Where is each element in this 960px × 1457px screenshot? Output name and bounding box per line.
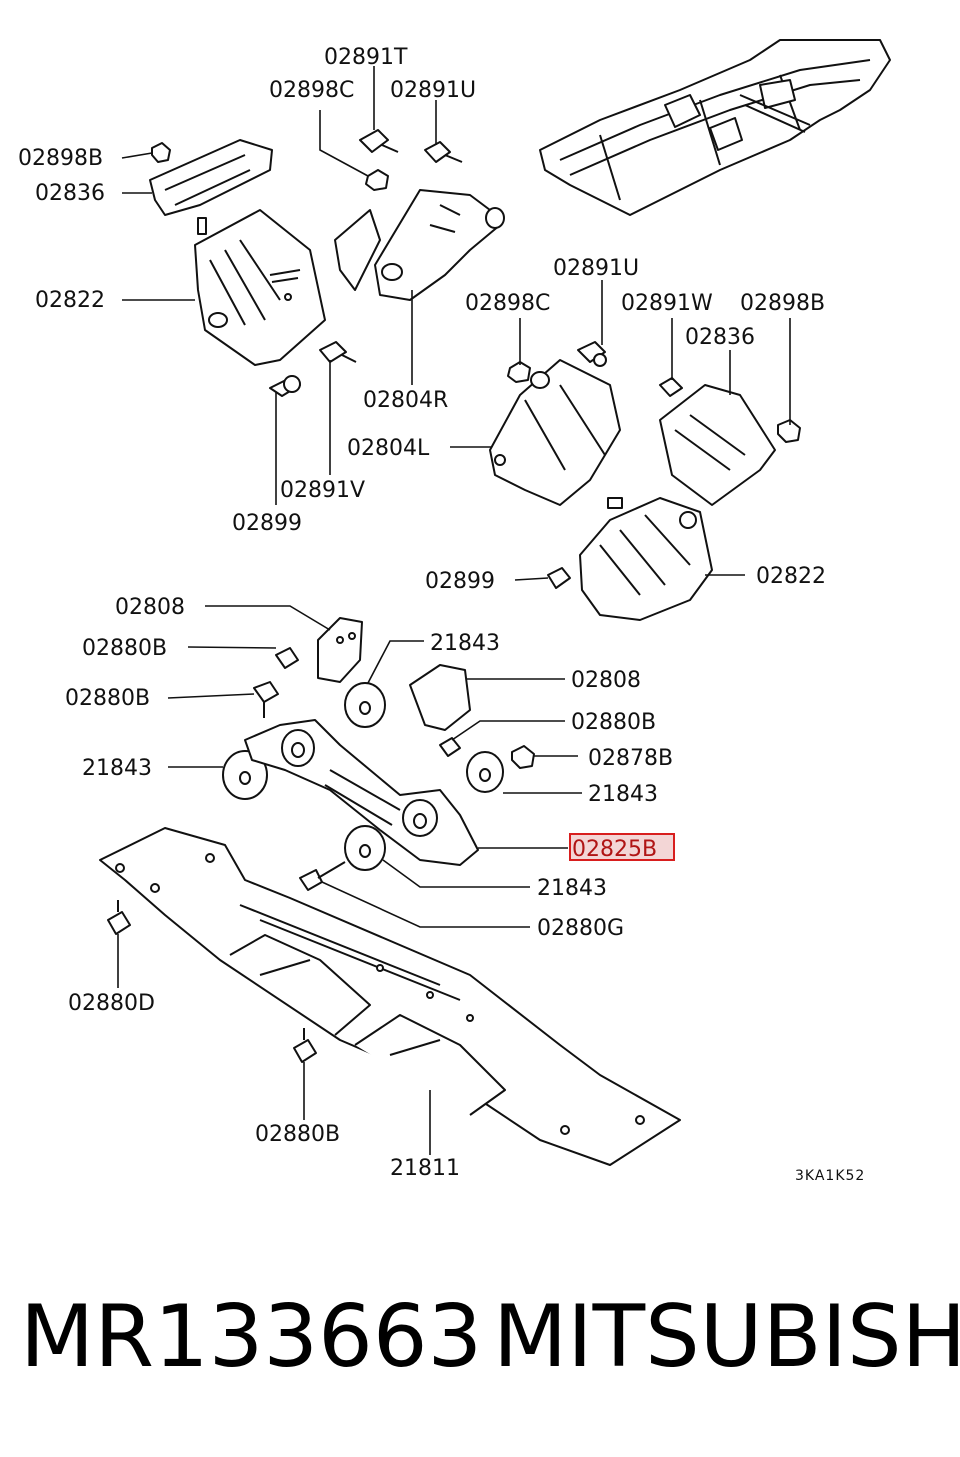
label-21843: 21843 <box>430 631 500 656</box>
insulator-02822-right <box>579 497 713 621</box>
frame-overview-illustration <box>539 39 891 216</box>
label-02891w: 02891W <box>621 291 713 316</box>
label-02822: 02822 <box>35 288 105 313</box>
pad-21843-right <box>466 751 504 793</box>
pad-21843-lower <box>344 825 386 871</box>
drawing-code: 3KA1K52 <box>795 1168 865 1184</box>
bolt-02880b-mid <box>253 681 279 718</box>
bracket-02836-left <box>149 139 273 216</box>
bolt-02880d <box>107 900 131 935</box>
label-02836-right: 02836 <box>685 325 755 350</box>
label-02878b: 02878B <box>588 746 673 771</box>
bolt-02899-right <box>547 567 571 589</box>
label-02898b-right: 02898B <box>740 291 825 316</box>
pad-21843-upper <box>344 682 386 728</box>
bracket-02804l <box>489 359 621 506</box>
bolt-02891u-right <box>577 341 607 367</box>
label-02804l: 02804L <box>347 436 430 461</box>
bolt-02891v <box>319 341 357 363</box>
nut-02878b <box>511 745 535 769</box>
part-number: MR133663 <box>20 1287 482 1387</box>
label-02880b-right: 02880B <box>571 710 656 735</box>
label-02880b-lower: 02880B <box>255 1122 340 1147</box>
label-02891u: 02891U <box>390 78 476 103</box>
label-02880b-2: 02880B <box>65 686 150 711</box>
callout-labels: 02891T 02898C 02891U 02898B 02836 02822 … <box>18 45 865 1184</box>
label-02898c-right: 02898C <box>465 291 550 316</box>
crossmember-bracket-02825b <box>244 719 479 866</box>
bracket-02804r <box>334 189 505 301</box>
nut-02898c-right <box>507 361 531 383</box>
pad-21843-left <box>222 750 268 800</box>
label-02898c: 02898C <box>269 78 354 103</box>
label-02891t: 02891T <box>324 45 408 70</box>
insulator-02822-left <box>194 209 326 366</box>
label-21843-right: 21843 <box>588 782 658 807</box>
label-02804r: 02804R <box>363 388 448 413</box>
label-02808-right: 02808 <box>571 668 641 693</box>
label-02891v: 02891V <box>280 478 365 503</box>
label-02825b-highlighted: 02825B <box>572 837 657 862</box>
label-02880g: 02880G <box>537 916 624 941</box>
bolt-02899-left <box>269 375 301 397</box>
label-02899: 02899 <box>232 511 302 536</box>
highlighted-part-box <box>569 833 675 861</box>
label-02836: 02836 <box>35 181 105 206</box>
label-02880b: 02880B <box>82 636 167 661</box>
label-21811: 21811 <box>390 1156 460 1181</box>
bracket-02836-right <box>659 384 776 506</box>
label-02891u-right: 02891U <box>553 256 639 281</box>
nut-02898c-left <box>365 169 389 191</box>
bolt-02880g <box>299 861 346 891</box>
bolt-02891t <box>359 129 399 153</box>
bolt-02880b-upper <box>275 647 299 669</box>
label-02898b: 02898B <box>18 146 103 171</box>
bolt-02891w <box>659 377 683 397</box>
bolt-02880b-lower <box>293 1028 317 1063</box>
label-02808: 02808 <box>115 595 185 620</box>
brand-name: MITSUBISHI <box>493 1287 960 1387</box>
label-02899-right: 02899 <box>425 569 495 594</box>
bolt-02891u-left <box>424 141 463 163</box>
nut-02898b-left <box>151 142 171 163</box>
label-02822-right: 02822 <box>756 564 826 589</box>
label-21843-left: 21843 <box>82 756 152 781</box>
label-21843-lower: 21843 <box>537 876 607 901</box>
bolt-02880b-right <box>439 737 461 757</box>
bracket-02808-left <box>317 617 363 683</box>
leader-lines <box>117 66 791 1155</box>
nut-02898b-right <box>777 419 801 443</box>
label-02880d: 02880D <box>68 991 155 1016</box>
bracket-02808-right <box>409 664 471 731</box>
crossmember-21811 <box>99 827 681 1166</box>
